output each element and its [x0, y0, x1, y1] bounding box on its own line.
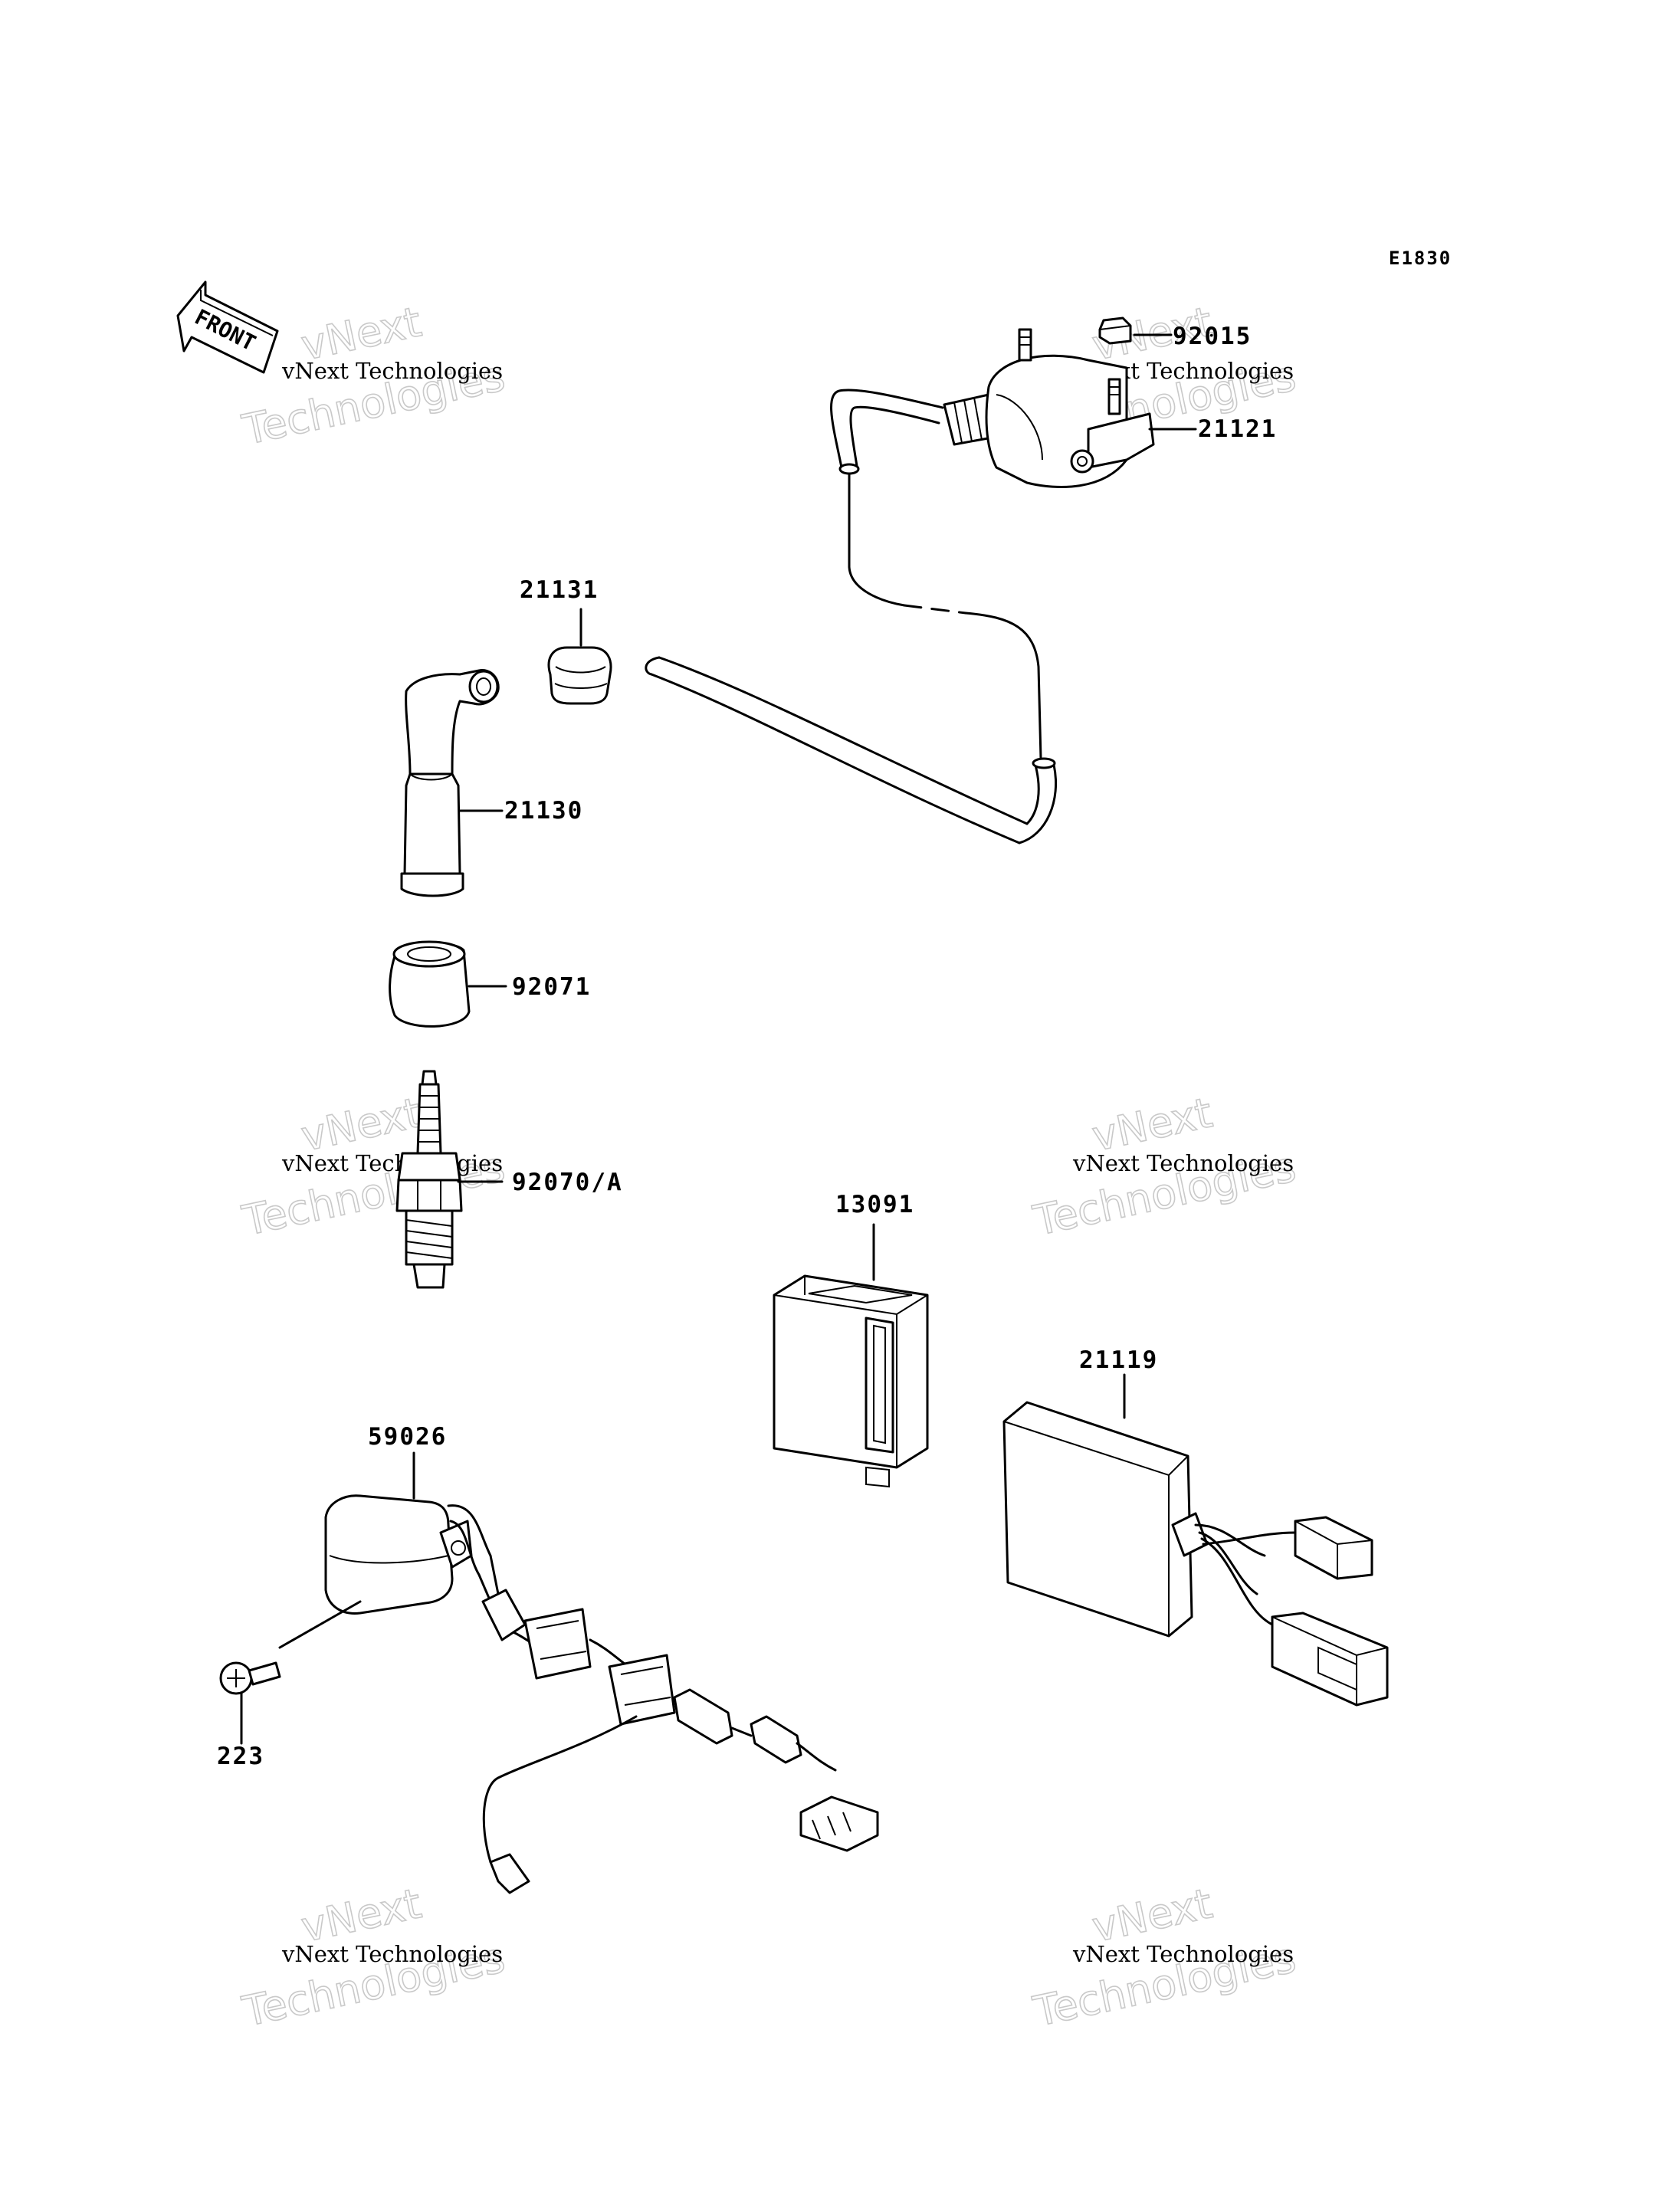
watermark-text: vNext Technologies [281, 358, 503, 384]
part-number-21121: 21121 [1198, 415, 1277, 443]
front-arrow-icon: FRONT [176, 280, 279, 374]
watermark-text: vNext Technologies [281, 1941, 503, 1967]
spark-plug-92070 [395, 1070, 504, 1289]
nut-92015 [1098, 316, 1173, 345]
igniter-59026 [278, 1451, 879, 1894]
watermark-bottom-right: vNext Technologies vNext Technologies [1029, 1878, 1301, 2036]
cap-21131 [547, 608, 612, 705]
watermark-bottom-left: vNext Technologies vNext Technologies [238, 1878, 510, 2036]
ignition-coil [830, 328, 1197, 489]
part-number-13091: 13091 [835, 1191, 914, 1218]
relay-13091 [773, 1223, 929, 1488]
ht-lead [645, 472, 1058, 844]
watermark-top-left: vNext Technologies vNext Technologies [238, 297, 510, 454]
watermark-text: vNext Technologies [281, 1150, 503, 1176]
cdi-unit-21119 [1002, 1373, 1389, 1707]
part-number-92015: 92015 [1173, 323, 1252, 350]
diagram-code: E1830 [1389, 248, 1452, 269]
watermark-text: vNext Technologies [1072, 1150, 1294, 1176]
part-number-92070-a: 92070/A [512, 1169, 623, 1196]
watermark-mid-left: vNext Technologies vNext Technologies [238, 1087, 510, 1245]
part-number-21130: 21130 [504, 797, 583, 825]
part-number-59026: 59026 [368, 1423, 447, 1451]
watermark-text: vNext Technologies [1072, 1941, 1294, 1967]
part-number-92071: 92071 [512, 973, 591, 1001]
part-number-223: 223 [217, 1743, 264, 1770]
watermark-mid-right: vNext Technologies vNext Technologies [1029, 1087, 1301, 1245]
cover-92071 [389, 940, 507, 1028]
screw-223 [219, 1661, 281, 1745]
plug-cap-21130 [400, 669, 504, 897]
part-number-21119: 21119 [1079, 1346, 1158, 1374]
part-number-21131: 21131 [520, 576, 599, 604]
